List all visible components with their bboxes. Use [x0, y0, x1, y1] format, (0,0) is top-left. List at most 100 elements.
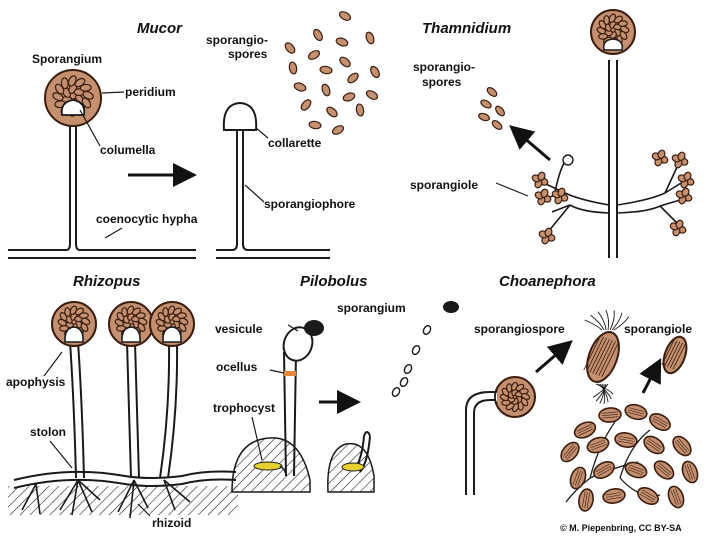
- free-spore: [342, 92, 356, 102]
- sporangiole-stripe: [627, 469, 643, 476]
- choanephora-title: Choanephora: [499, 273, 596, 290]
- pilobolus-title: Pilobolus: [300, 273, 368, 290]
- pilobolus-vesicule-label: vesicule: [215, 322, 263, 336]
- rhizoids: [21, 479, 191, 519]
- free-spore: [300, 99, 312, 111]
- pilobolus-panel: Pilobolus sporangium vesicule ocellus tr…: [213, 273, 459, 493]
- spore-stripe: [583, 335, 601, 371]
- free-spore: [338, 11, 352, 21]
- sporangiole: [557, 187, 566, 197]
- pilobolus-attached-sporangium: [304, 320, 324, 336]
- choanephora-sporangium-spores: [499, 381, 531, 413]
- sporangiole-stripe: [657, 464, 671, 476]
- sporangium-spore: [520, 397, 529, 407]
- thamnidium-upper-branch: [554, 159, 567, 193]
- mucor-collarette-label: collarette: [268, 136, 322, 150]
- sporangiole: [540, 188, 549, 198]
- sporangiospore-body: [586, 331, 620, 383]
- appendage: [584, 319, 603, 331]
- thamnidium-columella: [602, 38, 624, 51]
- thamnidium-free-spores: [478, 87, 505, 130]
- sporangiole-stripe: [647, 440, 661, 450]
- rhizopus-columella: [121, 326, 141, 343]
- empty-sporangiole: [562, 154, 574, 166]
- sporangium-spore: [79, 83, 92, 92]
- free-spore: [335, 37, 349, 47]
- rhizoid-pointer: [137, 503, 151, 517]
- pilobolus-ocellus-label: ocellus: [216, 360, 258, 374]
- sporangiole-pointer: [495, 182, 529, 197]
- columella-pointer: [79, 109, 101, 147]
- sporangiole-stripe: [656, 466, 669, 478]
- choanephora-sporangiole: [661, 335, 688, 375]
- free-spore: [326, 106, 338, 118]
- sporangium-spore: [178, 322, 187, 332]
- choanephora-sporangiospore-label: sporangiospore: [474, 322, 565, 336]
- sporangiole-stripe: [686, 464, 694, 480]
- spore-stripe: [664, 340, 678, 367]
- sporangiole-stripe: [602, 416, 619, 419]
- ocellus-pointer: [269, 369, 285, 374]
- sporangiole: [544, 227, 553, 237]
- rhizopus-stolon-lower: [13, 478, 237, 489]
- rhizopus-apophysis-label: apophysis: [6, 375, 66, 389]
- sporangiole-stripe: [617, 440, 634, 445]
- sporangium-spore: [81, 97, 92, 109]
- sporangiophore-pointer: [244, 184, 265, 203]
- spore-stripe: [669, 342, 683, 369]
- rhizopus-sporangia: [51, 301, 195, 347]
- pilobolus-sporangium-label: sporangium: [337, 301, 406, 315]
- sporangiole-stripe: [618, 435, 635, 440]
- free-spore: [486, 87, 498, 97]
- sporangiole-stripe: [591, 444, 607, 451]
- sporangiole-stripe: [618, 438, 634, 442]
- free-spore: [370, 65, 380, 79]
- sporangiole-stripe: [577, 471, 584, 487]
- sporangiole-stripe: [606, 496, 623, 501]
- sporangiole-stripe: [684, 465, 691, 481]
- sporangiole-stripe: [670, 490, 677, 506]
- sporangiole-stripe: [627, 411, 644, 417]
- free-spore: [495, 105, 505, 117]
- sporangiole-stripe: [605, 491, 622, 496]
- sporangium-spore: [60, 77, 69, 90]
- sporangiole: [657, 149, 666, 159]
- free-spore: [491, 120, 503, 130]
- sporangiole: [675, 219, 684, 229]
- mucor-hypha-label: coenocytic hypha: [96, 212, 198, 226]
- thamnidium-left-branches: [534, 179, 610, 233]
- sporangiole-stripe: [586, 492, 591, 509]
- appendage: [595, 383, 614, 395]
- free-spore: [480, 99, 492, 109]
- sporangiole-stripe: [602, 414, 618, 416]
- free-spore: [331, 125, 345, 135]
- pilobolus-vesicule: [282, 326, 314, 362]
- droplet: [399, 377, 409, 387]
- stolon-pointer: [49, 440, 73, 469]
- choanephora-panel: Choanephora sporangiospore sporangiole ©…: [465, 273, 699, 533]
- pilobolus-droplets: [391, 325, 432, 397]
- appendage: [597, 383, 612, 400]
- spore-stripe: [598, 341, 616, 376]
- vesicule-pointer: [287, 324, 299, 332]
- appendage: [599, 383, 605, 404]
- pilobolus-young-trophocyst: [341, 462, 365, 472]
- choanephora-sporangiole-label: sporangiole: [624, 322, 692, 336]
- mucor-panel: Mucor Sporangium peridium columella spor…: [8, 11, 380, 259]
- free-spore: [478, 112, 490, 122]
- spore-stripe: [589, 337, 607, 373]
- sporangiole-stripe: [578, 428, 594, 436]
- thamnidium-sporangiole-label: sporangiole: [410, 178, 478, 192]
- rhizopus-title: Rhizopus: [73, 273, 141, 290]
- droplet: [391, 387, 401, 397]
- mucor-sporangium-label: Sporangium: [32, 52, 102, 66]
- spore-stripe: [672, 343, 686, 370]
- free-spore: [355, 103, 365, 117]
- pilobolus-trophocyst-label: trophocyst: [213, 401, 275, 415]
- sporangiole-stripe: [639, 493, 654, 503]
- mucor-empty-columella: [222, 101, 258, 131]
- hypha-pointer: [104, 227, 123, 239]
- sporangiole-stripe: [574, 470, 582, 486]
- sporangiole-stripe: [572, 469, 579, 485]
